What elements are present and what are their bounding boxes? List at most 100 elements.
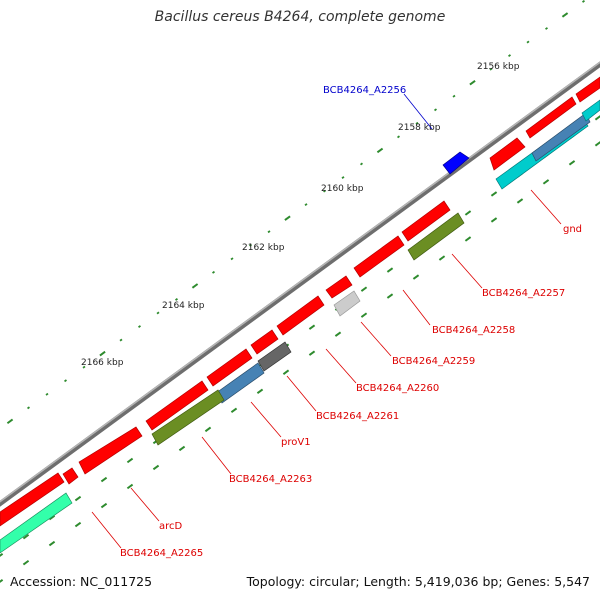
- genome-backbone: [0, 61, 600, 507]
- category-bar-steelblue[interactable]: [531, 112, 591, 162]
- scale-tick: [452, 94, 456, 98]
- scale-tick: [360, 286, 368, 292]
- cds-feature[interactable]: [0, 472, 65, 527]
- scale-tick: [341, 176, 345, 179]
- category-bar-olive[interactable]: [407, 212, 465, 261]
- category-bar-aquamarine[interactable]: [0, 492, 73, 554]
- scale-label-2156: 2156 kbp: [477, 62, 520, 72]
- scale-ticks: [0, 0, 600, 583]
- cds-feature[interactable]: [250, 329, 279, 355]
- scale-tick: [175, 297, 178, 301]
- scale-tick: [74, 521, 82, 528]
- scale-tick: [304, 203, 308, 207]
- scale-tick: [152, 464, 160, 471]
- cds-track: [0, 76, 600, 527]
- gene-label-proV1[interactable]: proV1: [281, 437, 311, 448]
- scale-tick: [594, 141, 600, 147]
- scale-tick: [100, 476, 108, 483]
- category-bar-olive[interactable]: [151, 389, 225, 446]
- scale-tick: [464, 236, 472, 242]
- gene-label-a2259[interactable]: BCB4264_A2259: [392, 356, 475, 367]
- scale-tick: [204, 426, 212, 433]
- scale-label-2158: 2158 kbp: [398, 123, 441, 133]
- cds-feature[interactable]: [276, 295, 325, 336]
- scale-tick: [64, 379, 67, 383]
- cds-feature[interactable]: [525, 96, 577, 139]
- scale-tick: [434, 108, 437, 112]
- scale-tick: [489, 67, 493, 71]
- cds-feature[interactable]: [62, 467, 79, 485]
- accession-text: Accession: NC_011725: [10, 574, 153, 589]
- gene-label-a2258[interactable]: BCB4264_A2258: [432, 325, 515, 336]
- gene-labels: BCB4264_A2256 gnd BCB4264_A2257 BCB4264_…: [120, 85, 582, 559]
- scale-tick: [508, 54, 511, 58]
- scale-tick: [282, 369, 290, 375]
- scale-tick: [178, 445, 186, 452]
- scale-tick: [48, 540, 56, 547]
- gene-label-a2256[interactable]: BCB4264_A2256: [323, 85, 406, 96]
- scale-tick: [582, 0, 585, 3]
- scale-tick: [74, 495, 82, 502]
- scale-tick: [323, 189, 326, 193]
- cds-feature[interactable]: [325, 275, 353, 299]
- scale-tick: [0, 552, 4, 557]
- scale-tick: [100, 502, 108, 509]
- category-bar-darkgray[interactable]: [257, 341, 292, 372]
- scale-tick: [22, 559, 30, 566]
- scale-tick: [397, 135, 400, 139]
- scale-tick: [267, 230, 271, 234]
- gene-label-a2265[interactable]: BCB4264_A2265: [120, 548, 203, 559]
- scale-tick: [334, 331, 342, 337]
- gene-label-a2257[interactable]: BCB4264_A2257: [482, 288, 565, 299]
- scale-tick: [594, 115, 600, 121]
- scale-tick: [119, 338, 123, 342]
- cds-feature[interactable]: [401, 200, 451, 242]
- scale-tick: [490, 217, 498, 223]
- cog-track: [0, 99, 600, 554]
- scale-tick: [230, 257, 234, 261]
- scale-tick: [284, 215, 291, 221]
- category-bar-teal[interactable]: [581, 99, 600, 122]
- scale-tick: [230, 407, 238, 414]
- scale-tick: [249, 243, 252, 247]
- scale-tick: [126, 483, 134, 490]
- scale-tick: [27, 406, 30, 410]
- cds-feature[interactable]: [489, 137, 526, 171]
- cds-feature[interactable]: [78, 426, 143, 475]
- scale-tick: [6, 418, 14, 425]
- scale-tick: [138, 325, 141, 328]
- scale-label-2160: 2160 kbp: [321, 184, 364, 194]
- scale-tick: [360, 312, 368, 318]
- category-bar-lightgray[interactable]: [333, 290, 361, 317]
- gene-label-arcD[interactable]: arcD: [159, 521, 183, 532]
- scale-tick: [516, 198, 524, 204]
- gene-label-a2260[interactable]: BCB4264_A2260: [356, 383, 439, 394]
- gene-label-a2261[interactable]: BCB4264_A2261: [316, 411, 399, 422]
- scale-tick: [82, 365, 86, 369]
- cds-feature[interactable]: [575, 76, 600, 103]
- cds-feature[interactable]: [353, 235, 405, 278]
- scale-tick: [376, 147, 384, 154]
- scale-tick: [99, 350, 106, 357]
- gene-label-gnd[interactable]: gnd: [563, 224, 582, 235]
- scale-tick: [45, 392, 49, 396]
- scale-tick: [0, 578, 4, 583]
- scale-tick: [386, 267, 394, 273]
- scale-tick: [308, 350, 316, 356]
- scale-tick: [469, 79, 476, 86]
- scale-tick: [415, 121, 419, 125]
- scale-tick: [490, 191, 498, 197]
- gene-label-a2263[interactable]: BCB4264_A2263: [229, 474, 312, 485]
- scale-tick: [412, 274, 420, 280]
- cds-feature[interactable]: [145, 380, 209, 431]
- scale-tick: [126, 457, 134, 464]
- gene-a2256-feature[interactable]: [442, 151, 470, 175]
- scale-tick: [561, 12, 569, 18]
- cds-feature[interactable]: [206, 348, 253, 387]
- scale-tick: [568, 160, 576, 166]
- scale-tick: [256, 388, 264, 394]
- scale-tick: [156, 311, 160, 315]
- genome-stats-text: Topology: circular; Length: 5,419,036 bp…: [246, 574, 590, 589]
- scale-tick: [526, 40, 530, 44]
